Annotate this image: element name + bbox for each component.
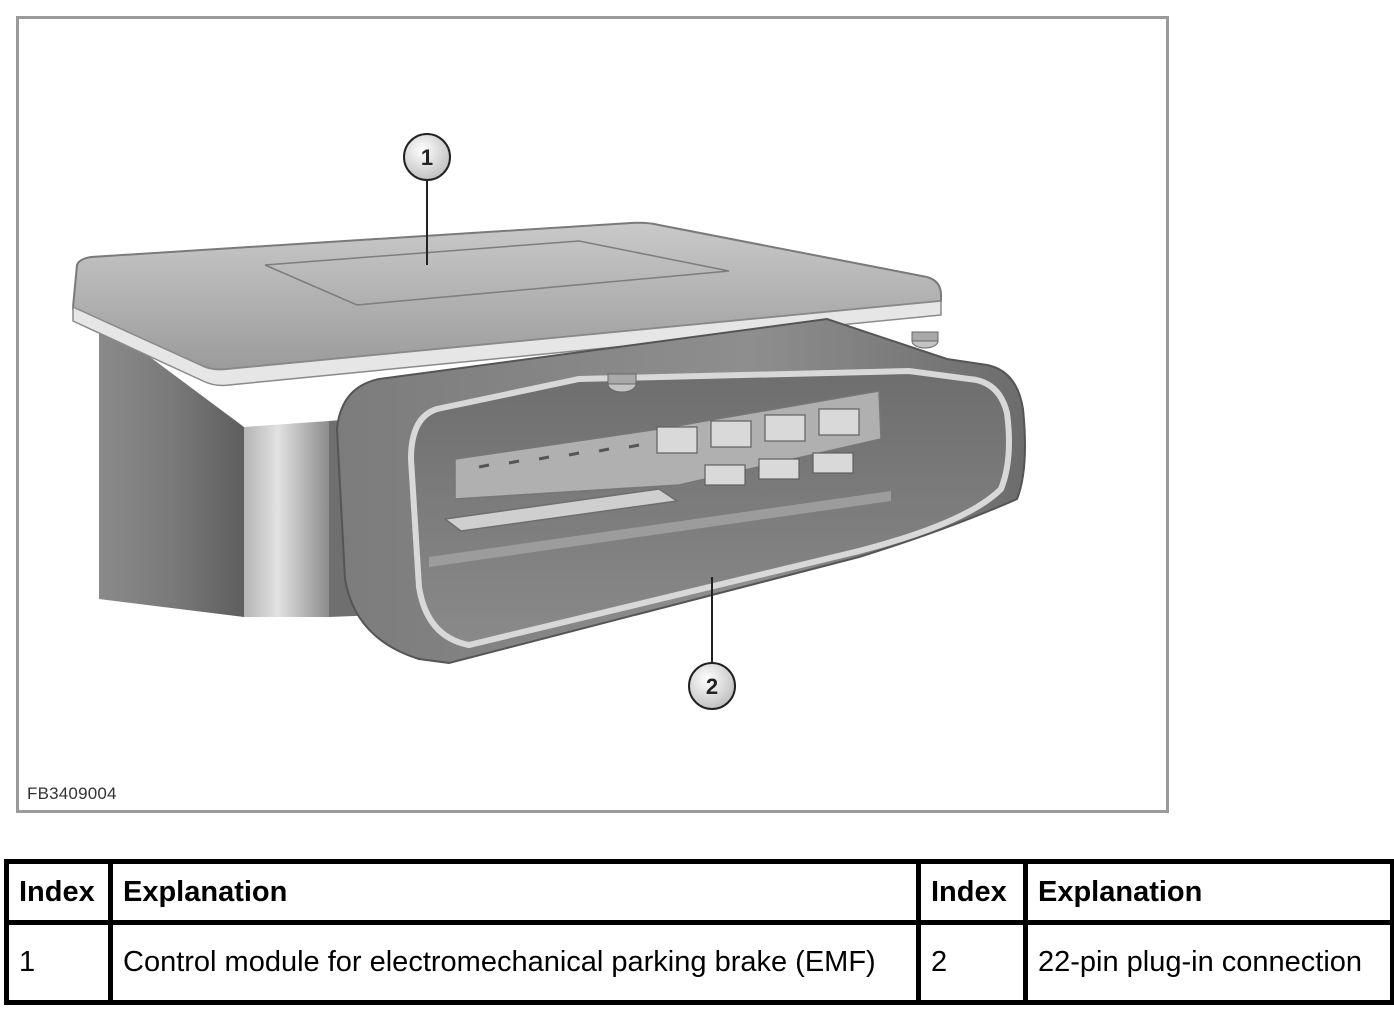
callout-2-circle (688, 662, 736, 710)
figure-code: FB3409004 (27, 784, 117, 803)
table-row: 1 Control module for electromechanical p… (4, 920, 1394, 1005)
legend-header-row: Index Explanation Index Explanation (4, 859, 1394, 925)
housing-left-side (99, 319, 244, 617)
callout-2-number: 2 (706, 674, 718, 699)
figure-frame: 1 2 FB3409004 (16, 16, 1169, 813)
legend-table: Index Explanation Index Explanation 1 Co… (4, 859, 1394, 1005)
cell-explanation-2: 22-pin plug-in connection (1023, 920, 1394, 1005)
housing-front-pillar (244, 421, 329, 617)
module-illustration: 1 2 (71, 133, 1026, 710)
terminal-blocks (656, 408, 860, 486)
mounting-bolts (607, 331, 939, 393)
callout-1-number: 1 (421, 145, 433, 170)
housing-lid-rim (72, 300, 942, 387)
connector-opening (407, 367, 1012, 649)
pin-row (478, 443, 640, 469)
cell-index-2: 2 (916, 920, 1028, 1005)
cell-explanation-1: Control module for electromechanical par… (108, 920, 921, 1005)
pin-blade (443, 488, 680, 532)
header-explanation-2: Explanation (1023, 859, 1394, 925)
cell-index-1: 1 (4, 920, 113, 1005)
header-explanation-1: Explanation (108, 859, 921, 925)
header-index-1: Index (4, 859, 113, 925)
header-index-2: Index (916, 859, 1028, 925)
callout-1-circle (403, 133, 451, 181)
